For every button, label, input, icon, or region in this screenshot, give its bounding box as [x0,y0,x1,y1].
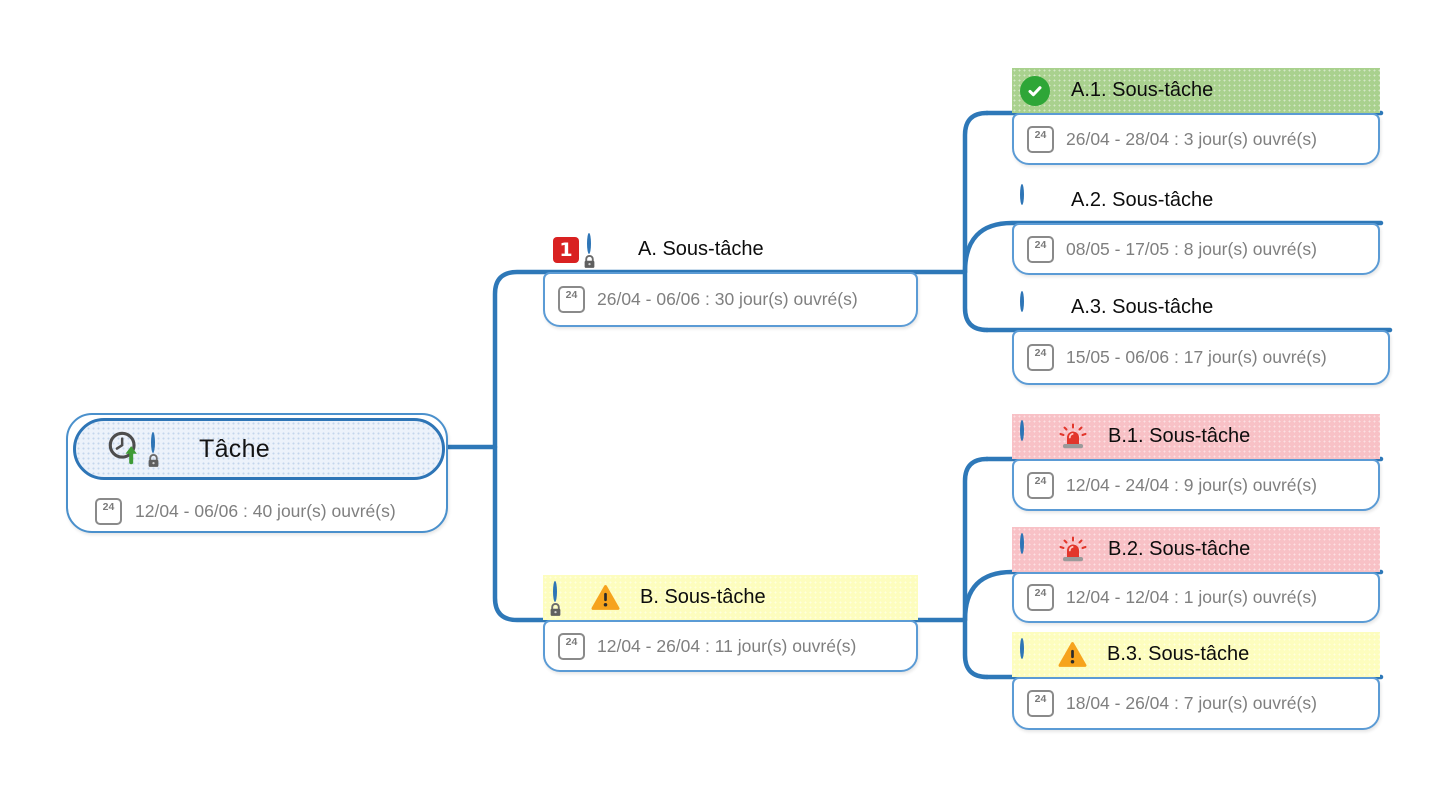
calendar-icon: 24 [1027,471,1054,499]
node-task-a1[interactable]: A.1. Sous-tâche [1012,68,1380,113]
lock-icon [550,602,561,616]
task-title: B.1. Sous-tâche [1108,425,1251,447]
node-task-b2-date-box[interactable]: 24 12/04 - 12/04 : 1 jour(s) ouvré(s) [1012,572,1380,623]
calendar-icon: 24 [1027,690,1054,717]
lock-icon [148,454,159,467]
node-task-a2[interactable]: A.2. Sous-tâche [1012,178,1380,223]
progress-pie-icon [148,432,181,467]
calendar-icon: 24 [1027,125,1054,153]
node-task-b-date-box[interactable]: 24 12/04 - 26/04 : 11 jour(s) ouvré(s) [543,620,918,672]
progress-pie-icon [1020,419,1050,452]
calendar-icon: 24 [95,497,122,525]
alarm-siren-icon [1059,423,1087,448]
task-title: A. Sous-tâche [638,238,764,260]
calendar-icon: 24 [1027,584,1054,611]
task-title: B. Sous-tâche [640,586,766,608]
node-task-b1[interactable]: B.1. Sous-tâche [1012,414,1380,459]
task-date-text: 12/04 - 26/04 : 11 jour(s) ouvré(s) [597,635,857,656]
alarm-siren-icon [1059,536,1087,561]
priority-1-icon: 1 [553,236,579,263]
progress-pie-icon [1020,290,1050,323]
node-task-a[interactable]: 1 A. Sous-tâche [543,227,918,272]
calendar-icon: 24 [1027,344,1054,371]
node-task-a2-date-box[interactable]: 24 08/05 - 17/05 : 8 jour(s) ouvré(s) [1012,223,1380,275]
progress-pie-icon [584,232,617,268]
progress-pie-icon [1020,532,1050,565]
task-date-text: 26/04 - 28/04 : 3 jour(s) ouvré(s) [1066,128,1317,149]
node-task-b3[interactable]: B.3. Sous-tâche [1012,632,1380,677]
node-task-a3[interactable]: A.3. Sous-tâche [1012,285,1380,330]
node-task-b[interactable]: B. Sous-tâche [543,575,918,620]
node-root-title-pill[interactable]: Tâche [73,418,445,480]
task-date-text: 26/04 - 06/06 : 30 jour(s) ouvré(s) [597,289,858,309]
task-date-text: 15/05 - 06/06 : 17 jour(s) ouvré(s) [1066,347,1327,367]
calendar-icon: 24 [1027,235,1054,263]
task-title: B.3. Sous-tâche [1107,643,1250,665]
calendar-icon: 24 [558,286,585,313]
progress-pie-icon [1020,183,1050,216]
warning-icon [1058,642,1087,667]
task-date-text: 12/04 - 24/04 : 9 jour(s) ouvré(s) [1066,474,1317,495]
task-title: A.3. Sous-tâche [1071,296,1214,318]
task-date-text: 18/04 - 26/04 : 7 jour(s) ouvré(s) [1066,693,1317,713]
lock-icon [584,254,595,268]
progress-pie-icon [1020,637,1050,670]
warning-icon [591,585,620,610]
calendar-icon: 24 [558,632,585,660]
clock-rollup-icon [108,431,137,465]
task-title: A.2. Sous-tâche [1071,189,1214,211]
node-task-a1-date-box[interactable]: 24 26/04 - 28/04 : 3 jour(s) ouvré(s) [1012,113,1380,165]
node-task-a3-date-box[interactable]: 24 15/05 - 06/06 : 17 jour(s) ouvré(s) [1012,330,1390,385]
root-date-row: 24 12/04 - 06/06 : 40 jour(s) ouvré(s) [95,492,396,530]
node-root[interactable]: Tâche 24 12/04 - 06/06 : 40 jour(s) ouvr… [66,413,448,533]
task-title: A.1. Sous-tâche [1071,79,1214,101]
node-task-a-date-box[interactable]: 24 26/04 - 06/06 : 30 jour(s) ouvré(s) [543,272,918,327]
task-title: B.2. Sous-tâche [1108,538,1251,560]
task-date-text: 08/05 - 17/05 : 8 jour(s) ouvré(s) [1066,238,1317,259]
root-title: Tâche [199,434,270,463]
root-date-text: 12/04 - 06/06 : 40 jour(s) ouvré(s) [135,500,396,521]
node-task-b1-date-box[interactable]: 24 12/04 - 24/04 : 9 jour(s) ouvré(s) [1012,459,1380,511]
progress-pie-icon [550,580,583,616]
task-date-text: 12/04 - 12/04 : 1 jour(s) ouvré(s) [1066,587,1317,607]
node-task-b3-date-box[interactable]: 24 18/04 - 26/04 : 7 jour(s) ouvré(s) [1012,677,1380,730]
check-complete-icon [1020,75,1050,106]
node-task-b2[interactable]: B.2. Sous-tâche [1012,527,1380,572]
